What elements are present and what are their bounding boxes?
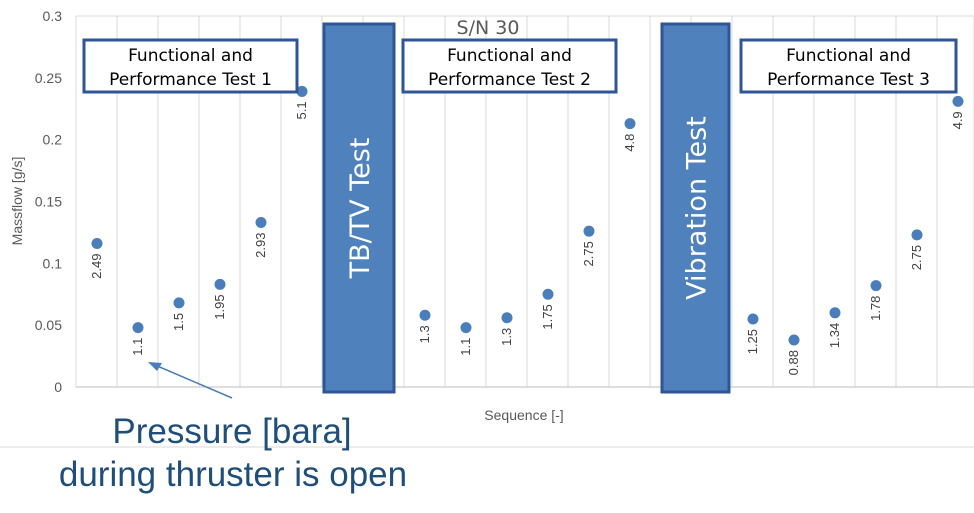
annotation-line2: during thruster is open: [59, 455, 407, 494]
y-tick-label-5: 0.25: [35, 70, 62, 86]
data-point: [91, 238, 103, 250]
data-point: [255, 217, 267, 229]
data-label: 1.25: [745, 329, 760, 354]
data-point: [788, 334, 800, 346]
group-title-line1: Functional and: [786, 46, 911, 66]
data-label: 1.34: [827, 323, 842, 348]
data-label: 0.88: [786, 350, 801, 375]
data-point: [173, 297, 185, 309]
y-tick-label-6: 0.3: [43, 8, 63, 24]
data-point: [583, 225, 595, 237]
y-axis-label: Massflow [g/s]: [9, 157, 25, 246]
test-bar-label-2: Vibration Test: [682, 116, 713, 300]
data-label: 2.49: [89, 254, 104, 279]
data-point: [214, 278, 226, 290]
data-point: [870, 280, 882, 292]
data-label: 2.93: [253, 233, 268, 258]
data-point: [296, 85, 308, 97]
y-tick-label-3: 0.15: [35, 194, 62, 210]
data-point: [624, 118, 636, 130]
data-label: 5.1: [294, 101, 309, 119]
data-point: [132, 322, 144, 334]
data-point: [419, 309, 431, 321]
x-axis-label: Sequence [-]: [484, 407, 563, 423]
y-tick-label-2: 0.1: [43, 255, 63, 271]
data-label: 1.3: [417, 325, 432, 343]
data-label: 1.1: [130, 338, 145, 356]
y-tick-label-1: 0.05: [35, 317, 62, 333]
data-label: 1.3: [499, 328, 514, 346]
data-point: [911, 229, 923, 241]
test-bar-label-1: TB/TV Test: [345, 138, 376, 280]
data-label: 1.75: [540, 304, 555, 329]
data-label: 1.1: [458, 338, 473, 356]
data-point: [952, 95, 964, 107]
test-bar-2: [660, 22, 731, 394]
data-label: 1.95: [212, 294, 227, 319]
data-label: 2.75: [581, 241, 596, 266]
data-label: 2.75: [909, 245, 924, 270]
data-label: 1.5: [171, 313, 186, 331]
y-tick-label-0: 0: [54, 379, 62, 395]
data-point: [542, 288, 554, 300]
data-label: 1.78: [868, 296, 883, 321]
data-label: 4.9: [950, 111, 965, 129]
group-title-line2: Performance Test 1: [109, 70, 272, 90]
group-title-line1: Functional and: [447, 46, 572, 66]
group-title-line1: Functional and: [128, 46, 253, 66]
annotation-arrow-head: [148, 362, 162, 371]
data-point: [747, 313, 759, 325]
annotation-arrow-shaft: [154, 364, 233, 399]
data-point: [829, 307, 841, 319]
data-label: 4.8: [622, 134, 637, 152]
data-point: [501, 312, 513, 324]
chart-title: S/N 30: [457, 17, 520, 39]
data-point: [460, 322, 472, 334]
group-title-box-3: [739, 38, 958, 94]
annotation-line1: Pressure [bara]: [112, 412, 351, 451]
group-title-line2: Performance Test 2: [428, 70, 591, 90]
group-title-box-2: [401, 38, 618, 94]
test-bar-1: [322, 22, 396, 394]
y-tick-label-4: 0.2: [43, 132, 63, 148]
group-title-box-1: [82, 38, 299, 94]
group-title-line2: Performance Test 3: [767, 70, 930, 90]
